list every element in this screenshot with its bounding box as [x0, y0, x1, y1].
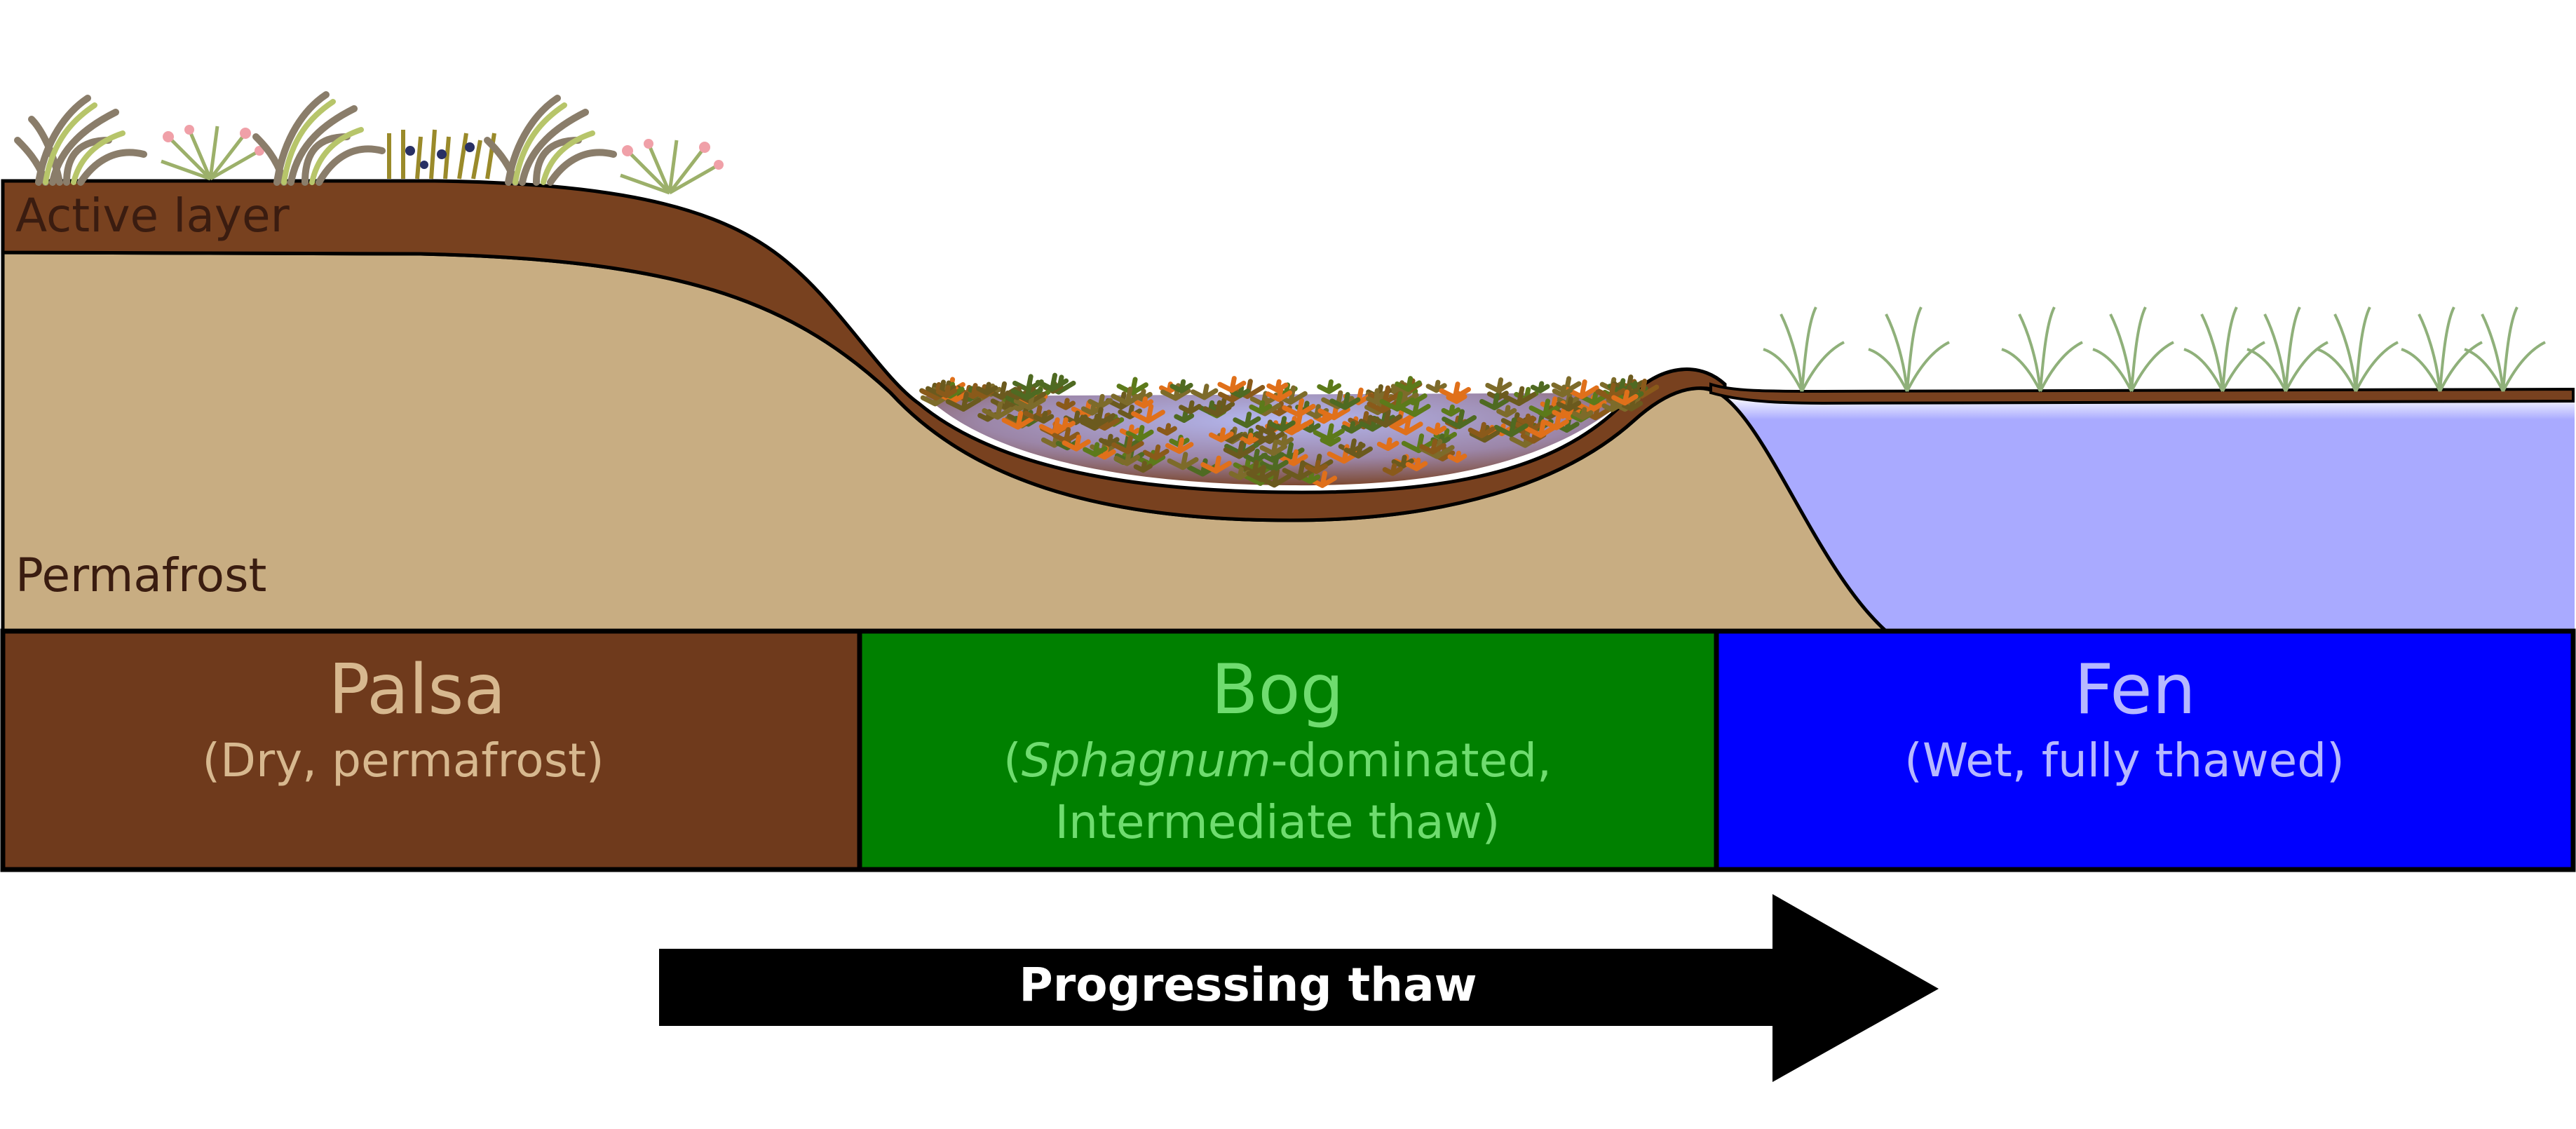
- grass-tuft-icon: [252, 91, 386, 186]
- sedge-icon: [2183, 306, 2265, 392]
- bog-paren-open: (: [1003, 733, 1022, 787]
- fen-surface: [1709, 382, 2575, 405]
- fen-water: [1725, 396, 2575, 631]
- grass-tuft-icon: [14, 95, 147, 186]
- sedge-icon: [2317, 306, 2399, 392]
- fen-subtitle: (Wet, fully thawed): [1904, 733, 2345, 787]
- bog-title: Bog: [1211, 650, 1343, 730]
- progressing-thaw-label: Progressing thaw: [1019, 958, 1477, 1012]
- shrub-flower-icon: [620, 139, 724, 195]
- palsa-vegetation: [14, 91, 724, 195]
- sedge-icon: [1763, 306, 1845, 392]
- sedge-icon: [2464, 306, 2546, 392]
- bog-dominated-text: -dominated,: [1271, 733, 1552, 787]
- berry-shrub-icon: [387, 129, 496, 180]
- active-layer: [1, 179, 1727, 522]
- fen-vegetation: [1763, 306, 2546, 392]
- bog-sphagnum-italic: Sphagnum: [1022, 733, 1271, 787]
- fen-title: Fen: [2074, 650, 2195, 730]
- sphagnum-moss-icon: [919, 372, 1660, 488]
- sedge-icon: [2401, 306, 2483, 392]
- progressing-thaw-arrow: [659, 894, 1939, 1082]
- palsa-subtitle: (Dry, permafrost): [202, 733, 604, 787]
- fen-box: [1714, 628, 2576, 872]
- active-layer-label: Active layer: [15, 189, 290, 243]
- palsa-title: Palsa: [328, 650, 506, 730]
- sedge-icon: [1868, 306, 1950, 392]
- grass-tuft-icon: [484, 95, 617, 186]
- sedge-icon: [2001, 306, 2083, 392]
- bog-subtitle-line1: (Sphagnum-dominated,: [1003, 733, 1552, 787]
- sedge-icon: [2092, 306, 2174, 392]
- bog-subtitle-line2: Intermediate thaw): [1055, 795, 1500, 849]
- shrub-flower-icon: [161, 125, 264, 181]
- sedge-icon: [2246, 306, 2328, 392]
- permafrost-label: Permafrost: [15, 548, 266, 602]
